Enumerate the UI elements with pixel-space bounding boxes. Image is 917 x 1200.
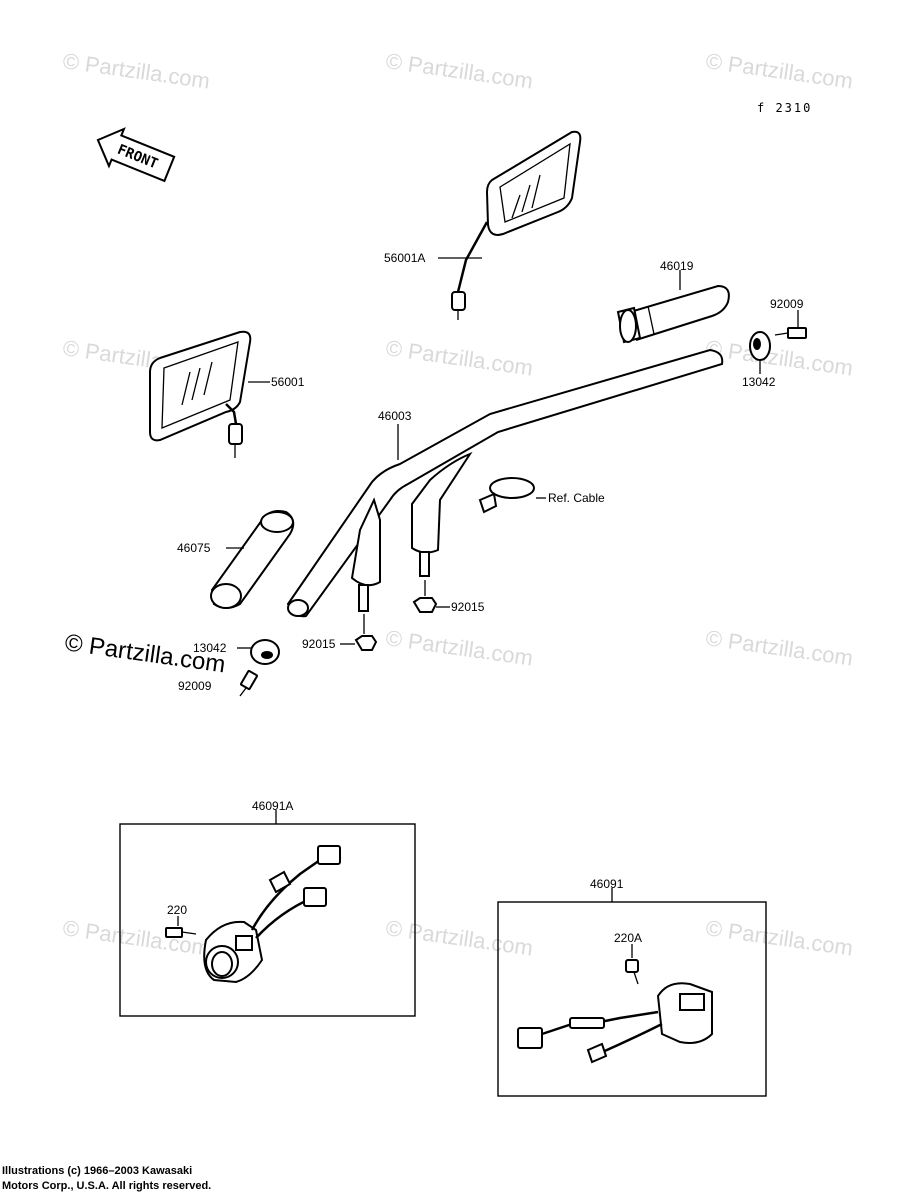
label-56001: 56001: [271, 375, 305, 389]
screw-left: [165, 927, 197, 938]
watermark: © Partzilla.com: [384, 48, 534, 93]
grip-right: [616, 284, 730, 344]
screw-right: [625, 959, 639, 985]
watermark: © Partzilla.com: [61, 915, 211, 960]
mirror-right: [451, 130, 582, 320]
watermark: © Partzilla.com: [384, 335, 534, 380]
label-46003: 46003: [378, 409, 412, 423]
grip-left: [210, 510, 295, 609]
switch-left-box: [119, 810, 416, 1017]
bolt-left: [239, 669, 258, 697]
label-46019: 46019: [660, 259, 694, 273]
watermark: © Partzilla.com: [704, 48, 854, 93]
mirror-left: [149, 330, 252, 458]
handlebar: [286, 348, 724, 618]
watermark: © Partzilla.com: [704, 915, 854, 960]
switch-right-box: [497, 888, 767, 1097]
copyright-notice: Illustrations (c) 1966–2003 Kawasaki Mot…: [2, 1164, 211, 1194]
weight-left: [250, 639, 280, 665]
label-56001A: 56001A: [384, 251, 425, 265]
label-92015-right: 92015: [451, 600, 485, 614]
label-92015-center: 92015: [302, 637, 336, 651]
label-13042-left: 13042: [193, 641, 227, 655]
copyright-line1: Illustrations (c) 1966–2003 Kawasaki: [2, 1165, 193, 1177]
watermark: © Partzilla.com: [704, 625, 854, 670]
label-220: 220: [167, 903, 187, 917]
diagram-code: f 2310: [757, 101, 812, 115]
front-arrow-icon: FRONT: [96, 127, 176, 183]
nut-center: [354, 635, 378, 651]
label-46091A: 46091A: [252, 799, 293, 813]
watermark: © Partzilla.com: [61, 48, 211, 93]
nut-right: [412, 597, 438, 613]
watermark: © Partzilla.com: [384, 915, 534, 960]
label-13042-right: 13042: [742, 375, 776, 389]
watermark: © Partzilla.com: [704, 335, 854, 380]
weight-right: [749, 331, 771, 361]
copyright-line2: Motors Corp., U.S.A. All rights reserved…: [2, 1180, 212, 1192]
cable-clamp: [478, 477, 535, 514]
label-92009-left: 92009: [178, 679, 212, 693]
switch-right: [517, 982, 713, 1064]
bolt-right: [774, 327, 807, 339]
switch-left: [203, 845, 341, 984]
watermark: © Partzilla.com: [384, 625, 534, 670]
label-46075: 46075: [177, 541, 211, 555]
label-220A: 220A: [614, 931, 642, 945]
label-46091: 46091: [590, 877, 624, 891]
label-92009-right: 92009: [770, 297, 804, 311]
label-ref-cable: Ref. Cable: [548, 491, 605, 505]
